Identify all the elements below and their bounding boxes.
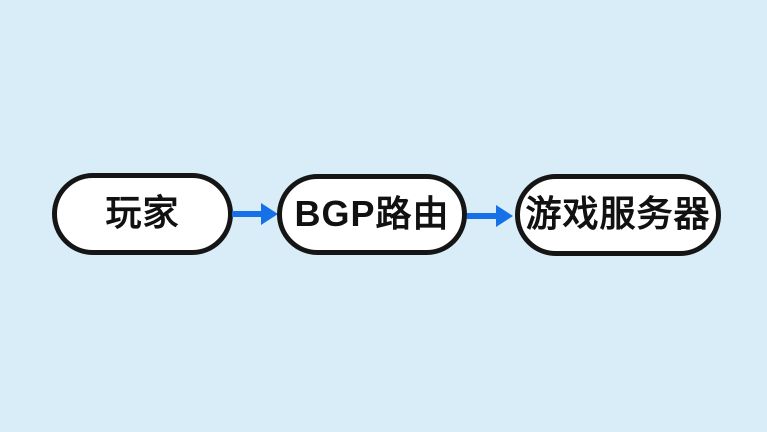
node-game-server-label: 游戏服务器 — [525, 193, 711, 234]
node-bgp-router-label: BGP路由 — [294, 192, 450, 234]
arrow-head-icon — [261, 203, 278, 225]
node-bgp-router: BGP路由 — [277, 174, 467, 255]
flow-arrow-player-to-bgp — [232, 203, 278, 225]
node-player: 玩家 — [52, 173, 233, 255]
arrow-shaft — [467, 213, 498, 219]
arrow-head-icon — [496, 205, 513, 227]
flow-arrow-bgp-to-server — [467, 205, 513, 227]
node-game-server: 游戏服务器 — [515, 174, 721, 256]
arrow-shaft — [232, 211, 263, 217]
node-player-label: 玩家 — [105, 192, 180, 233]
